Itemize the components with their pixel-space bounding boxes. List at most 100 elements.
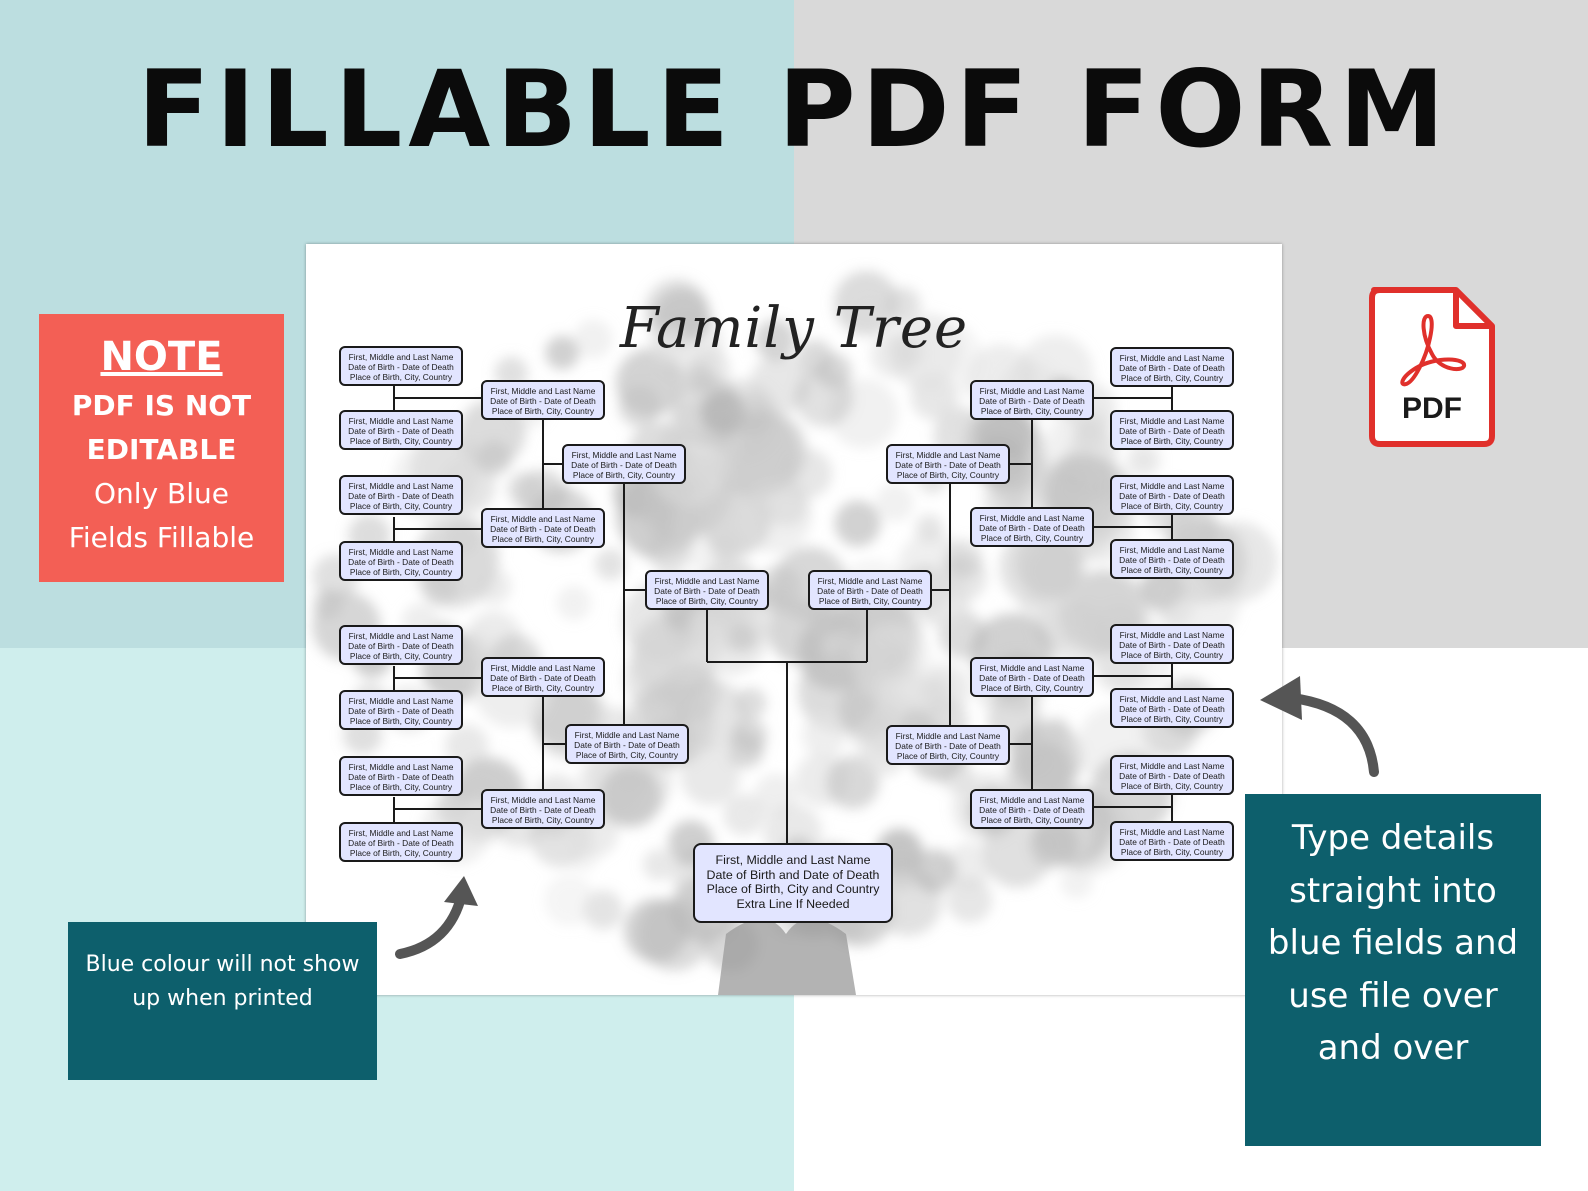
foliage-blob [815, 353, 852, 390]
main-extra-line: Extra Line If Needed [736, 896, 850, 911]
name-line: First, Middle and Last Name [1119, 481, 1225, 491]
place-line: Place of Birth, City, Country [349, 848, 453, 858]
name-line: First, Middle and Last Name [348, 696, 454, 706]
pdf-label: PDF [1402, 392, 1462, 425]
foliage-blob [1127, 443, 1160, 477]
foliage-blob [476, 440, 512, 476]
dates-line: Date of Birth - Date of Death [1119, 491, 1225, 501]
name-line: First, Middle and Last Name [654, 576, 760, 586]
name-line: First, Middle and Last Name [817, 576, 923, 586]
dates-line: Date of Birth - Date of Death [348, 706, 454, 716]
main-name-line: First, Middle and Last Name [715, 853, 871, 867]
place-line: Place of Birth, City, Country [491, 406, 595, 416]
foliage-blob [637, 897, 711, 972]
foliage-blob [1018, 590, 1051, 623]
place-line: Place of Birth, City, Country [349, 372, 453, 382]
place-line: Place of Birth, City, Country [896, 470, 1000, 480]
dates-line: Date of Birth - Date of Death [490, 524, 596, 534]
name-line: First, Middle and Last Name [348, 352, 454, 362]
place-line: Place of Birth, City, Country [349, 436, 453, 446]
name-line: First, Middle and Last Name [490, 386, 596, 396]
place-line: Place of Birth, City, Country [349, 651, 453, 661]
dates-line: Date of Birth - Date of Death [490, 805, 596, 815]
foliage-blob [852, 623, 933, 705]
main-person-field[interactable]: First, Middle and Last Name Date of Birt… [693, 843, 893, 923]
foliage-blob [936, 401, 973, 438]
foliage-blob [852, 295, 886, 329]
dates-line: Date of Birth - Date of Death [348, 772, 454, 782]
place-line: Place of Birth, City, Country [655, 596, 759, 606]
dates-line: Date of Birth - Date of Death [817, 586, 923, 596]
foliage-blob [730, 393, 772, 436]
place-line: Place of Birth, City, Country [980, 815, 1084, 825]
dates-line: Date of Birth - Date of Death [348, 426, 454, 436]
name-line: First, Middle and Last Name [1119, 694, 1225, 704]
dates-line: Date of Birth - Date of Death [1119, 837, 1225, 847]
name-line: First, Middle and Last Name [895, 450, 1001, 460]
name-line: First, Middle and Last Name [979, 663, 1085, 673]
tree-trunk [718, 919, 856, 995]
place-line: Place of Birth, City, Country [1120, 714, 1224, 724]
foliage-blob [754, 773, 798, 818]
dates-line: Date of Birth - Date of Death [979, 396, 1085, 406]
adobe-swirl-icon [1400, 313, 1466, 387]
place-line: Place of Birth, City, Country [818, 596, 922, 606]
arrow-icon-right [1260, 676, 1379, 777]
foliage-blob [875, 483, 915, 522]
foliage-blob [671, 487, 758, 574]
name-line: First, Middle and Last Name [1119, 353, 1225, 363]
note-line-2: EDITABLE [86, 433, 237, 466]
foliage-blob [642, 848, 675, 881]
place-line: Place of Birth, City, Country [1120, 501, 1224, 511]
foliage-blob [735, 687, 767, 719]
dates-line: Date of Birth - Date of Death [1119, 704, 1225, 714]
foliage-blob [653, 546, 686, 578]
foliage-blob [680, 745, 740, 806]
foliage-blob [556, 586, 591, 620]
place-line: Place of Birth, City, Country [1120, 781, 1224, 791]
dates-line: Date of Birth - Date of Death [895, 460, 1001, 470]
dates-line: Date of Birth - Date of Death [1119, 640, 1225, 650]
note-line-3: Only Blue [94, 477, 229, 510]
note-line-1: PDF IS NOT [71, 389, 252, 422]
headline: FILLABLE PDF FORM [137, 48, 1451, 171]
foliage-blob [727, 731, 764, 768]
name-line: First, Middle and Last Name [571, 450, 677, 460]
name-line: First, Middle and Last Name [348, 416, 454, 426]
foliage-blob [568, 841, 598, 871]
foliage-blob [834, 500, 881, 547]
name-line: First, Middle and Last Name [348, 631, 454, 641]
dates-line: Date of Birth - Date of Death [348, 641, 454, 651]
dates-line: Date of Birth - Date of Death [895, 741, 1001, 751]
